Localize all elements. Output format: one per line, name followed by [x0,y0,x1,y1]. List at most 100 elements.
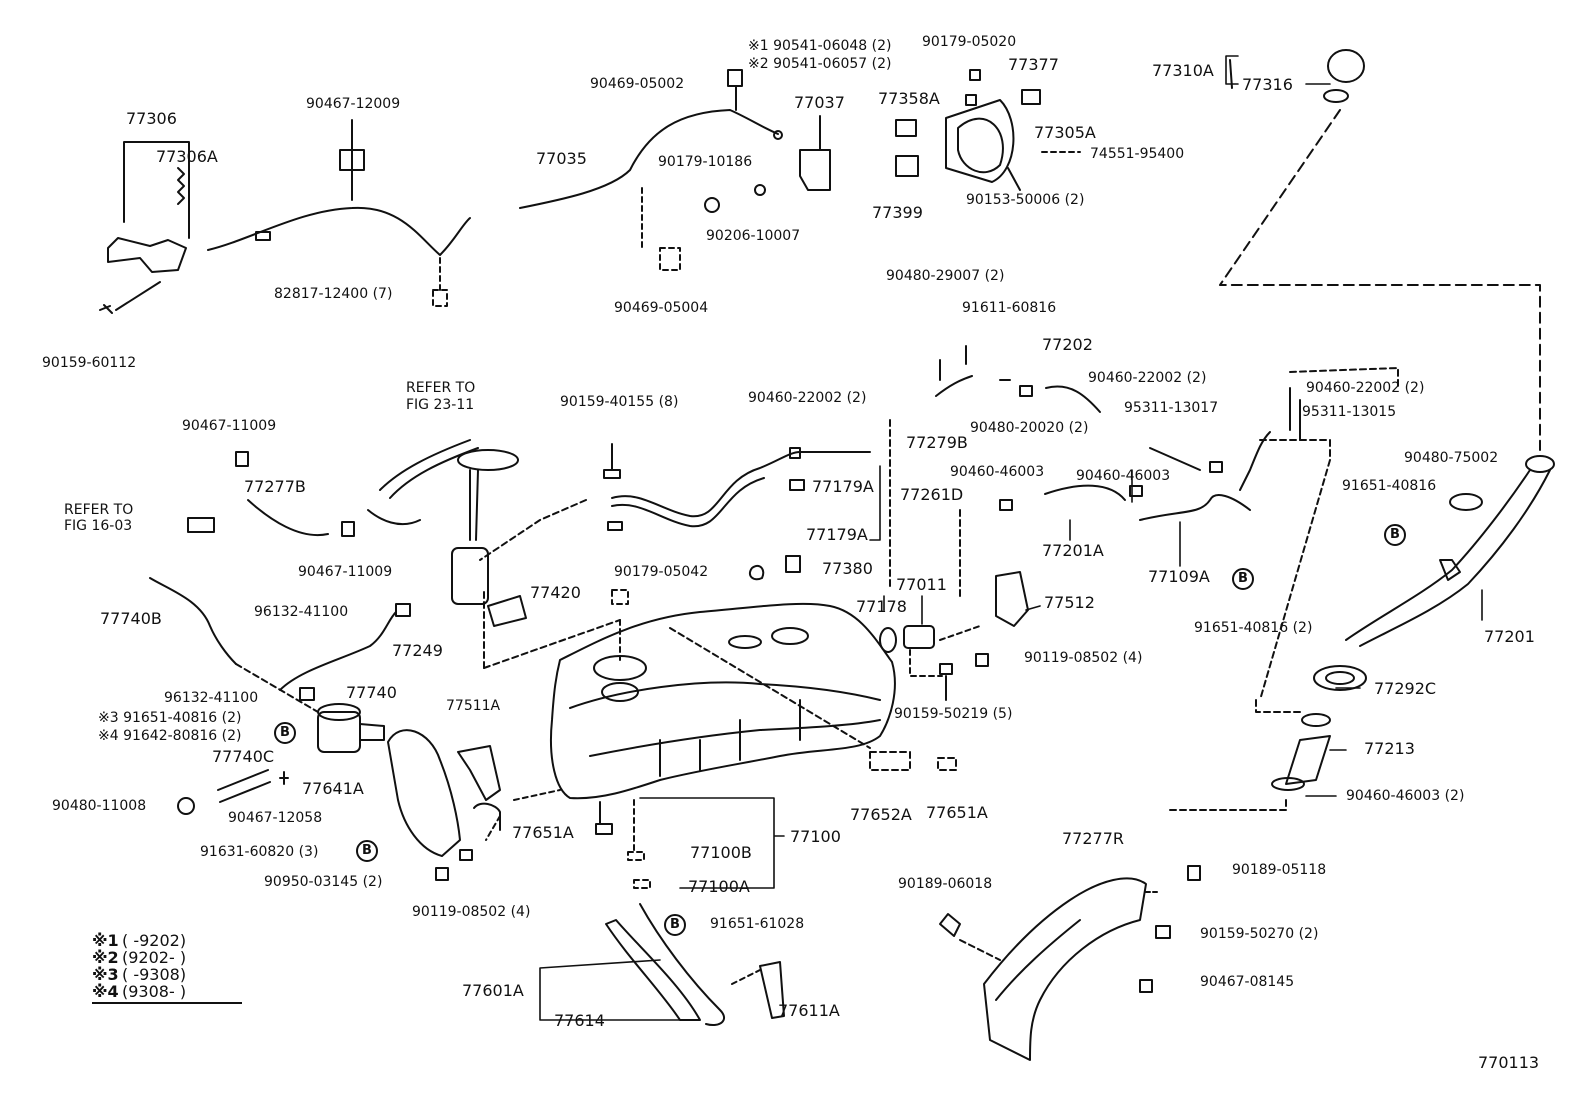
part-label: 90206-10007 [706,228,801,244]
part-label: 77399 [872,203,923,222]
part-label: 77292C [1374,679,1437,698]
part-label: 77306A [156,147,218,166]
lid-opener-lever-assembly [99,141,190,314]
part-label: 90467-08145 [1200,974,1295,990]
tank-protectors [387,729,561,881]
part-label: ※4 91642-80816 (2) [98,728,242,744]
part-label: 77249 [392,641,443,660]
part-label: 77279B [906,433,968,452]
part-label: 91651-40816 [1342,478,1437,494]
part-label: 90159-40155 (8) [560,394,679,410]
part-label: 90460-46003 [950,464,1045,480]
fuel-filler-lid [895,69,1081,191]
fuel-pump-assembly [187,439,527,627]
fuel-lines [479,443,871,669]
part-label: 77310A [1152,61,1214,80]
part-label: 96132-41100 [254,604,349,620]
part-label: 90467-12058 [228,810,323,826]
lid-lock-cable [519,69,831,271]
legend: ※1( -9202) ※2(9202- ) ※3( -9308) ※4(9308… [92,932,242,1004]
part-label: 96132-41100 [164,690,259,706]
refer-to-text: REFER TO [406,380,476,396]
part-label: 77011 [896,575,947,594]
part-label: 77100A [688,877,750,896]
leader-lines [539,55,1483,1021]
part-label: 90119-08502 (4) [1024,650,1143,666]
part-label: ※2 90541-06057 (2) [748,56,892,72]
b-marker: B [1232,568,1254,590]
part-label: 77651A [512,823,574,842]
part-label: 77201 [1484,627,1535,646]
part-label: 90460-22002 (2) [748,390,867,406]
part-label: 90159-60112 [42,355,137,371]
part-label: 90159-50219 (5) [894,706,1013,722]
part-label: 91651-61028 [710,916,805,932]
part-label: 77178 [856,597,907,616]
part-label: 82817-12400 (7) [274,286,393,302]
fender-liner [939,865,1201,1061]
vent-hoses [935,345,1399,701]
part-label: 90467-12009 [306,96,401,112]
part-label: 77380 [822,559,873,578]
legend-row: ※3( -9308) [92,965,187,984]
part-label: 77035 [536,149,587,168]
refer-to-text: FIG 23-11 [406,397,475,413]
part-label: 90460-22002 (2) [1088,370,1207,386]
part-label: 77277R [1062,829,1125,848]
refer-to-text: FIG 16-03 [64,518,133,534]
part-label: 77512 [1044,593,1095,612]
tank-bands [605,903,785,1026]
part-label: 91631-60820 (3) [200,844,319,860]
filler-pipe [1169,455,1555,811]
part-label: 90950-03145 (2) [264,874,383,890]
part-label: 77277B [244,477,306,496]
sender-gauge [879,419,1029,701]
part-label: 77316 [1242,75,1293,94]
part-label: 77651A [926,803,988,822]
legend-row: ※4(9308- ) [92,982,187,1001]
part-label: 77511A [446,698,501,714]
part-label: 77420 [530,583,581,602]
part-label: 90480-20020 (2) [970,420,1089,436]
part-label: 90119-08502 (4) [412,904,531,920]
part-label: 90469-05002 [590,76,685,92]
part-label: 95311-13015 [1302,404,1397,420]
b-marker: B [356,840,378,862]
part-label: 91651-40816 (2) [1194,620,1313,636]
part-label: 77213 [1364,739,1415,758]
part-label: 90460-46003 (2) [1346,788,1465,804]
part-label: 90467-11009 [182,418,277,434]
part-label: ※1 90541-06048 (2) [748,38,892,54]
part-label: 90460-22002 (2) [1306,380,1425,396]
fuel-tank [483,589,957,889]
refer-to-text: REFER TO [64,502,134,518]
part-label: 77358A [878,89,940,108]
part-label: 77614 [554,1011,605,1030]
part-label: 90480-29007 (2) [886,268,1005,284]
part-label: 90189-06018 [898,876,993,892]
part-label: 90179-05020 [922,34,1017,50]
b-marker: B [274,722,296,744]
part-label: 90189-05118 [1232,862,1327,878]
part-label: 77179A [806,525,868,544]
part-label: 90467-11009 [298,564,393,580]
part-label: 90153-50006 (2) [966,192,1085,208]
part-label: 90460-46003 [1076,468,1171,484]
part-label: 95311-13017 [1124,400,1219,416]
part-label: 77179A [812,477,874,496]
part-label: 77100 [790,827,841,846]
part-label: 77740B [100,609,162,628]
legend-row: ※2(9202- ) [92,948,187,967]
part-label: 77740C [212,747,275,766]
part-label: 90469-05004 [614,300,709,316]
legend-row: ※1( -9202) [92,931,187,950]
part-label: 77740 [346,683,397,702]
part-label: 90159-50270 (2) [1200,926,1319,942]
part-label: 77652A [850,805,912,824]
part-label: 77306 [126,109,177,128]
part-label: 77377 [1008,55,1059,74]
part-label: 74551-95400 [1090,146,1185,162]
part-label: 77201A [1042,541,1104,560]
part-label: 77202 [1042,335,1093,354]
